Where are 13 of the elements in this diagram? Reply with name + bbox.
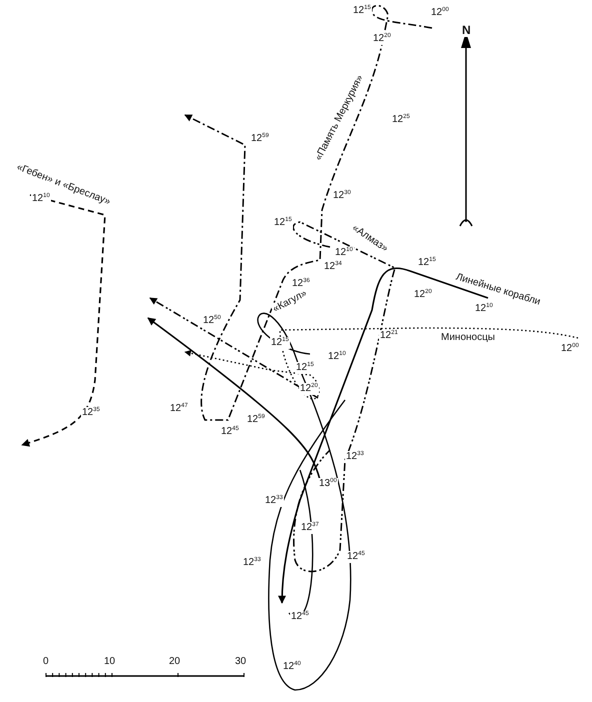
ship-name: Миноносцы [440,332,496,344]
time-label: 12$^{35}$ [81,407,101,419]
time-label: 12$^{37}$ [300,522,320,534]
time-label: 12$^{45}$ [346,551,366,563]
time-label: 12$^{33}$ [264,495,284,507]
time-label: 12$^{20}$ [299,383,319,395]
time-label: 12$^{15}$ [273,217,293,229]
time-label: 12$^{15}$ [270,337,290,349]
north-label: N [461,23,472,37]
time-label: 12$^{21}$ [379,330,399,342]
time-label: 12$^{15}$ [295,362,315,374]
time-label: 12$^{33}$ [345,451,365,463]
time-label: 12$^{20}$ [372,33,392,45]
